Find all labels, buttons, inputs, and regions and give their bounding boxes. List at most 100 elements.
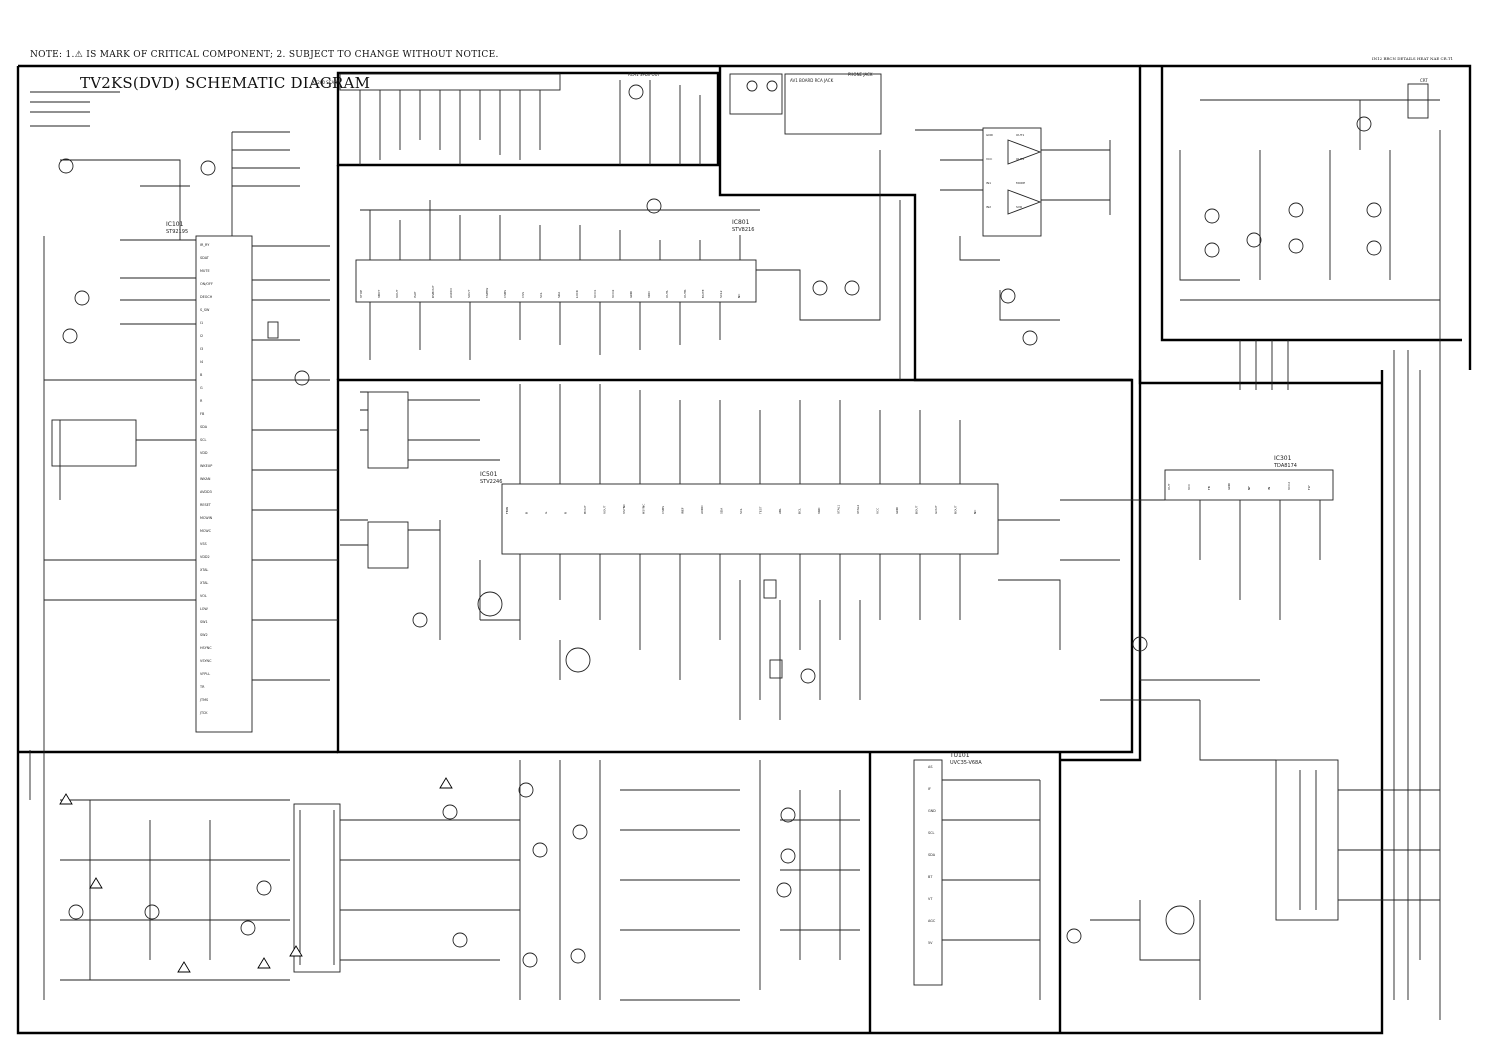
ic501-pin-label: CVBS [661,506,665,514]
ic801-pin-label: CVBS [503,290,507,298]
ic501-pin-label: VOUT [603,505,607,514]
ic801-pin-label: OUTR [683,290,687,298]
ic101-pin-label: MCWIN [200,516,213,520]
ic101-pin-label: JTCK [199,711,208,715]
ic-part-label: STV2246 [480,479,502,485]
ic101-pin-label: WKAN [200,477,211,481]
ic801-pin-label: ISAT [413,291,417,298]
ic501-pin-label: XTAL1 [837,505,841,514]
ic101-pin-label: RESET [200,503,212,507]
ic801-pin-label: CVS [521,292,525,298]
ic101-pin-label: WKEUP [200,464,212,468]
ic801-pin-label: OUTL [665,290,669,298]
ic501-pin-label: R [564,512,568,514]
ic101-pin-label: TR [199,685,205,689]
ic501-pin-label: BCL [798,508,802,514]
ic301-pin-label: VCC2 [1287,482,1291,490]
ic101-pin-label: SW1 [200,620,208,624]
ic801-pin-label: VOUT [395,289,399,298]
amp-pin-label: SVR [1016,205,1022,209]
connector-label: XS200 SCART [312,80,340,85]
ic101-pin-label: VSYNC [200,659,212,663]
ic501-pin-label: IREF [681,507,685,514]
tuner-pin-label: 5V [928,941,933,945]
ic501-pin-label: ROUT [954,505,958,514]
tuner-pin-label: BT [928,875,933,879]
ic501-pin-label: NC [973,510,977,514]
ic101-pin-label: HSYNC [200,646,212,650]
ic101-pin-label: IR_RY [200,243,210,247]
ic101-pin-label: ON/OFF [200,282,213,286]
ic101-pin-label: B [200,373,203,377]
corner-note: IN12 BRCN DETAILS HEAT NAE CR.T1 [1372,56,1454,61]
ic101-pin-label: SCL [200,438,207,442]
ic101-pin-label: S_SW [200,308,210,312]
ic501-pin-label: TEST [759,506,763,515]
ic-part-label: ST92195 [166,229,188,235]
ic501-pin-label: GND [895,506,899,514]
ic501-pin-label: ABL [778,508,782,514]
ic101-pin-label: I2 [200,334,203,338]
amp-pin-label: IN1 [986,181,991,185]
ic101-pin-label: I1 [200,321,203,325]
ic801-pin-label: SOUT [467,290,471,298]
ic301-pin-label: FB [1207,486,1211,490]
ic101-pin-label: DEGCH [200,295,213,299]
ic101-pin-label: SDAT [200,256,210,260]
ic101-pin-label: FB [200,412,205,416]
ic301-pin-label: IN [1267,487,1271,490]
tuner-pin-label: SDA [928,853,936,857]
ic101-pin-label: G [200,386,203,390]
ic501-pin-label: XTAL2 [856,505,860,514]
ic501-pin-label: HOUT [583,505,587,514]
ic101-pin-label: SDA [200,425,208,429]
ic301-pin-label: GND [1227,482,1231,490]
ic501-pin-label: SCL [739,508,743,514]
ic301-pin-label: VCC [1187,484,1191,490]
ic501-pin-label: SDA [720,507,724,514]
ic501-pin-label: AVDD [700,505,704,514]
ic101-pin-label: VDD2 [200,555,210,559]
ic801-pin-label: LOCK [575,289,579,298]
amp-pin-label: IN2 [986,205,991,209]
amp-pin-label: MODE [1016,181,1025,185]
ic801-pin-label: DVBOUT [431,285,435,298]
tuner-pin-label: IF [928,787,931,791]
ic101-pin-label: JTMS [199,698,208,702]
ic301-pin-label: OUT [1167,483,1171,490]
ic-part-label: UVC35-V68A [950,760,982,766]
ic801-pin-label: VCO1 [593,289,597,298]
amp-pin-label: OUT1 [1016,133,1024,137]
amp-pin-label: VCC [986,157,992,161]
connector-label: AV1 BOARD RCA JACK [790,78,834,83]
tuner-pin-label: GND [928,809,936,813]
ic801-pin-label: VDD [647,291,651,298]
ic-ref-label: IC101 [166,221,184,228]
ic101-pin-label: I4 [200,360,203,364]
ic101-pin-label: XTAL [200,581,208,585]
ic501-pin-label: G [544,511,548,514]
ic801-pin-label: TAPPW [485,288,489,299]
ic101-pin-label: VSS [200,542,207,546]
ic501-pin-label: BOUT [915,505,919,514]
ic801-pin-label: VBOT [377,290,381,298]
ic101-pin-label: SW2 [200,633,208,637]
ic501-pin-label: VRD [817,507,821,514]
ic101-pin-label: XTAL [200,568,208,572]
ic101-pin-label: VDD [200,451,208,455]
ic801-pin-label: SCL [539,292,543,298]
ic-ref-label: IC801 [732,219,750,226]
ic101-pin-label: MUTE [200,269,210,273]
ic801-pin-label: VCO2 [611,289,615,298]
ic801-pin-label: GND [629,290,633,298]
ic-ref-label: TU101 [949,752,970,759]
ic-part-label: TDA8174 [1273,463,1297,469]
ic801-pin-label: SDA [557,291,561,298]
schematic-title: TV2KS(DVD) SCHEMATIC DIAGRAM [80,74,371,92]
connector-label: PHONE JACK [848,72,873,77]
connector-label: CRT [1420,78,1428,83]
ic101-pin-label: I3 [200,347,203,351]
ic301-pin-label: FLY [1307,485,1311,490]
